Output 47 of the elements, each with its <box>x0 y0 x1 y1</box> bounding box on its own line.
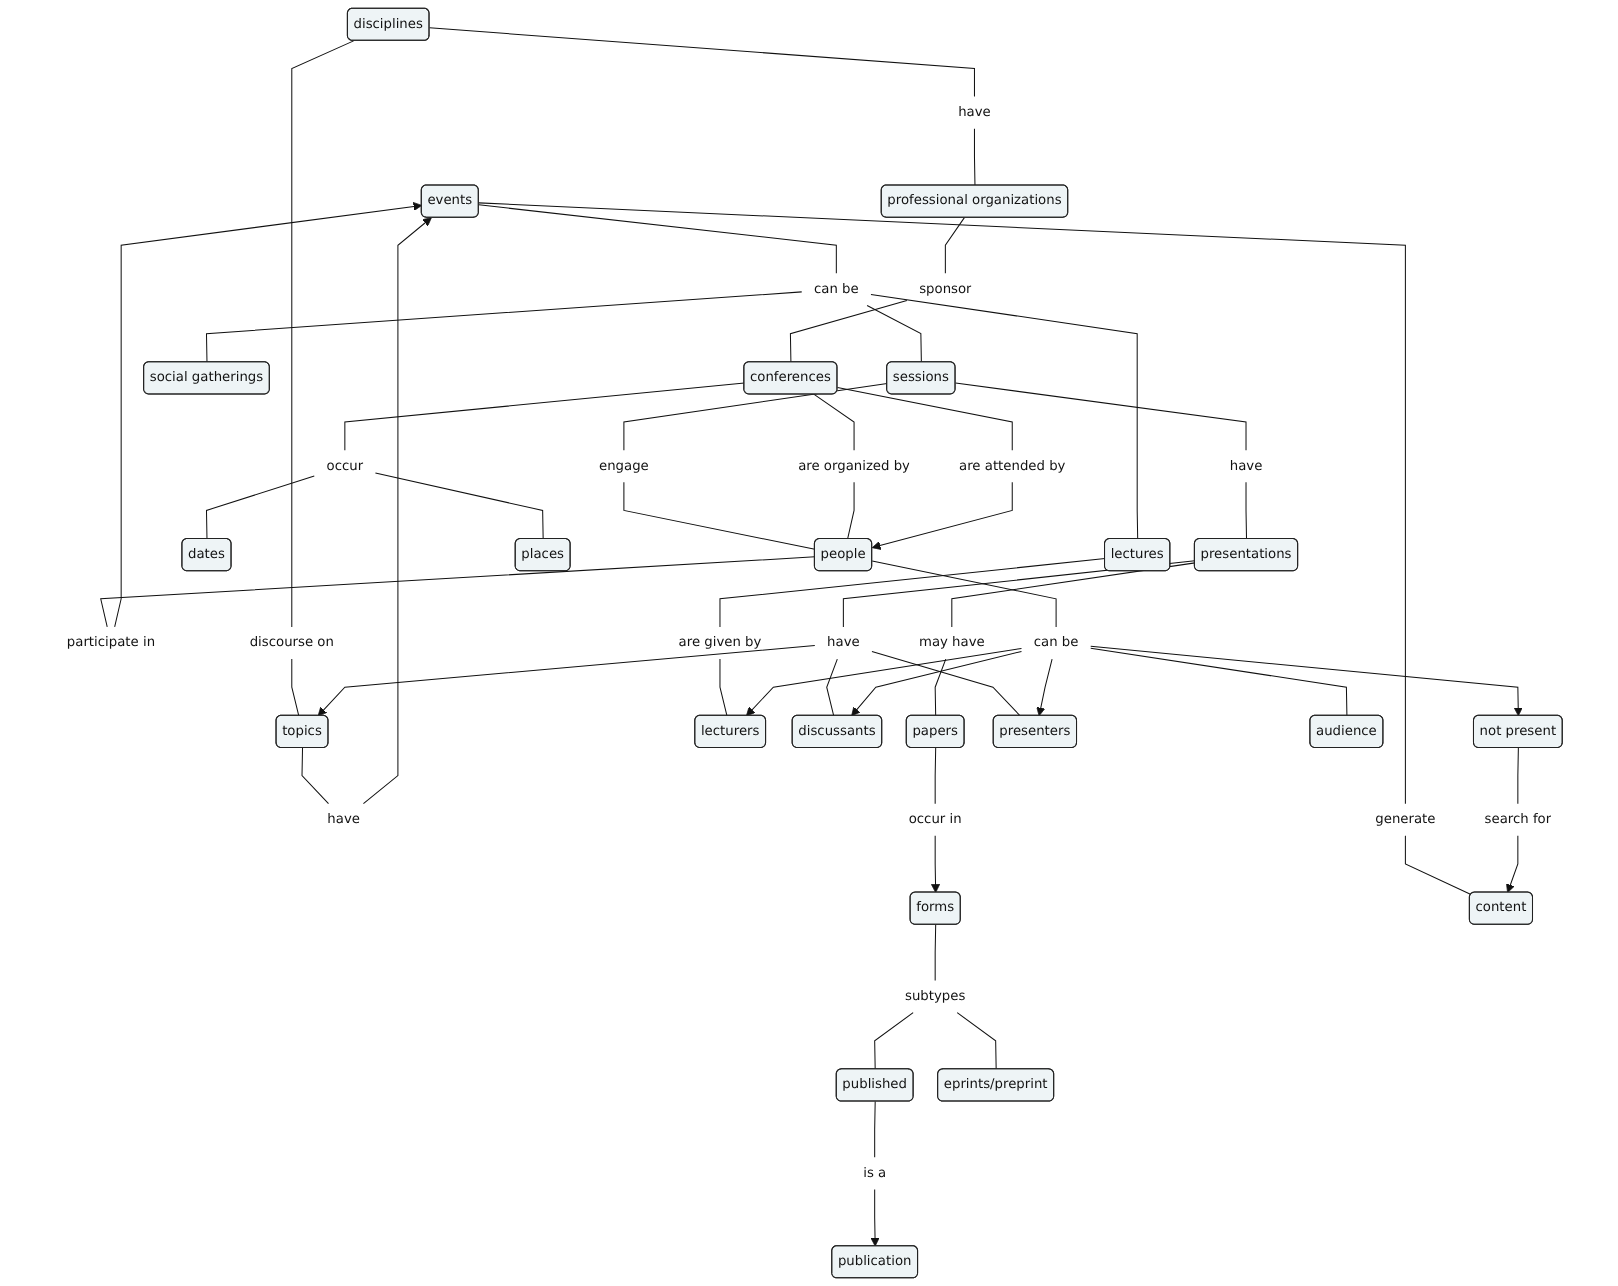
connector <box>1517 747 1519 805</box>
connector <box>870 294 1139 540</box>
connector <box>874 1012 914 1070</box>
connector <box>291 40 355 628</box>
connector <box>826 658 838 717</box>
connector <box>623 382 888 451</box>
connector <box>866 305 922 363</box>
connector <box>100 556 816 628</box>
connector <box>719 658 728 717</box>
connector <box>874 1101 876 1158</box>
connector <box>1245 481 1248 540</box>
connector <box>951 562 1196 628</box>
connector <box>956 1012 997 1070</box>
connector <box>1090 647 1348 717</box>
connector <box>623 481 816 550</box>
connector <box>374 472 544 540</box>
connector <box>944 217 965 274</box>
connector <box>789 299 908 363</box>
arrow <box>114 202 423 628</box>
connector <box>934 658 947 717</box>
connector <box>719 558 1106 628</box>
arrow <box>1036 658 1053 717</box>
connector <box>205 291 803 363</box>
arrow <box>1506 835 1519 893</box>
arrow <box>362 217 432 805</box>
arrow <box>871 481 1013 550</box>
connector <box>973 128 976 186</box>
connector <box>478 202 1406 805</box>
connector <box>301 747 329 805</box>
connector <box>871 560 1057 628</box>
connector <box>836 387 1013 451</box>
connector <box>478 204 837 274</box>
arrow <box>1090 645 1523 717</box>
arrow <box>931 835 941 893</box>
connector <box>934 747 937 805</box>
connector <box>955 382 1247 451</box>
connector <box>344 382 745 451</box>
connector <box>934 924 937 981</box>
connector <box>847 481 855 540</box>
connector <box>429 27 975 98</box>
arrow <box>317 645 816 717</box>
connector <box>1404 835 1472 896</box>
arrow <box>746 647 1022 717</box>
connector <box>205 475 315 540</box>
connector <box>813 393 855 451</box>
connector <box>291 658 300 717</box>
arrow <box>870 1188 880 1247</box>
